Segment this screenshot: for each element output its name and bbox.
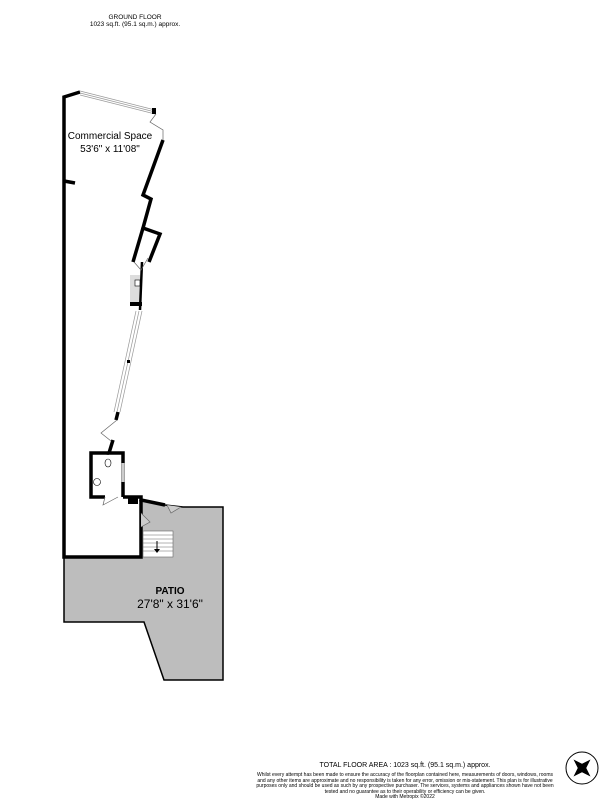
- toilet-icon: [104, 458, 112, 468]
- made-with: Made with Metropix ©2022: [375, 794, 435, 801]
- door-patio: [140, 512, 151, 528]
- walls: [62, 90, 166, 559]
- door-closet: [133, 257, 149, 271]
- sink-icon: [134, 279, 141, 287]
- room-name: Commercial Space: [67, 131, 153, 142]
- stairs-down-arrow-icon: [154, 541, 160, 553]
- door-top: [149, 113, 164, 140]
- floor-name: GROUND FLOOR: [108, 14, 162, 21]
- room-label-commercial: Commercial Space 53'6" x 11'08": [55, 130, 165, 156]
- disclaimer: Whilst every attempt has been made to en…: [255, 772, 555, 801]
- door-patio-2: [166, 504, 182, 514]
- door-wc: [102, 496, 119, 506]
- compass-icon: [565, 751, 599, 785]
- window-top: [79, 90, 156, 115]
- disclaimer-text: Whilst every attempt has been made to en…: [256, 772, 554, 795]
- room-dimensions: 53'6" x 11'08": [80, 144, 140, 155]
- room-name: PATIO: [155, 586, 185, 597]
- stairs: [142, 530, 174, 558]
- total-floor-area: TOTAL FLOOR AREA : 1023 sq.ft. (95.1 sq.…: [319, 762, 491, 769]
- floor-header: GROUND FLOOR 1023 sq.ft. (95.1 sq.m.) ap…: [70, 14, 200, 28]
- sink-icon: [93, 478, 101, 486]
- wall-block: [128, 496, 138, 504]
- room-label-patio: PATIO 27'8" x 31'6": [120, 585, 220, 611]
- floor-area: 1023 sq.ft. (95.1 sq.m.) approx.: [89, 21, 181, 28]
- room-dimensions: 27'8" x 31'6": [137, 597, 203, 611]
- door-mid: [100, 419, 118, 442]
